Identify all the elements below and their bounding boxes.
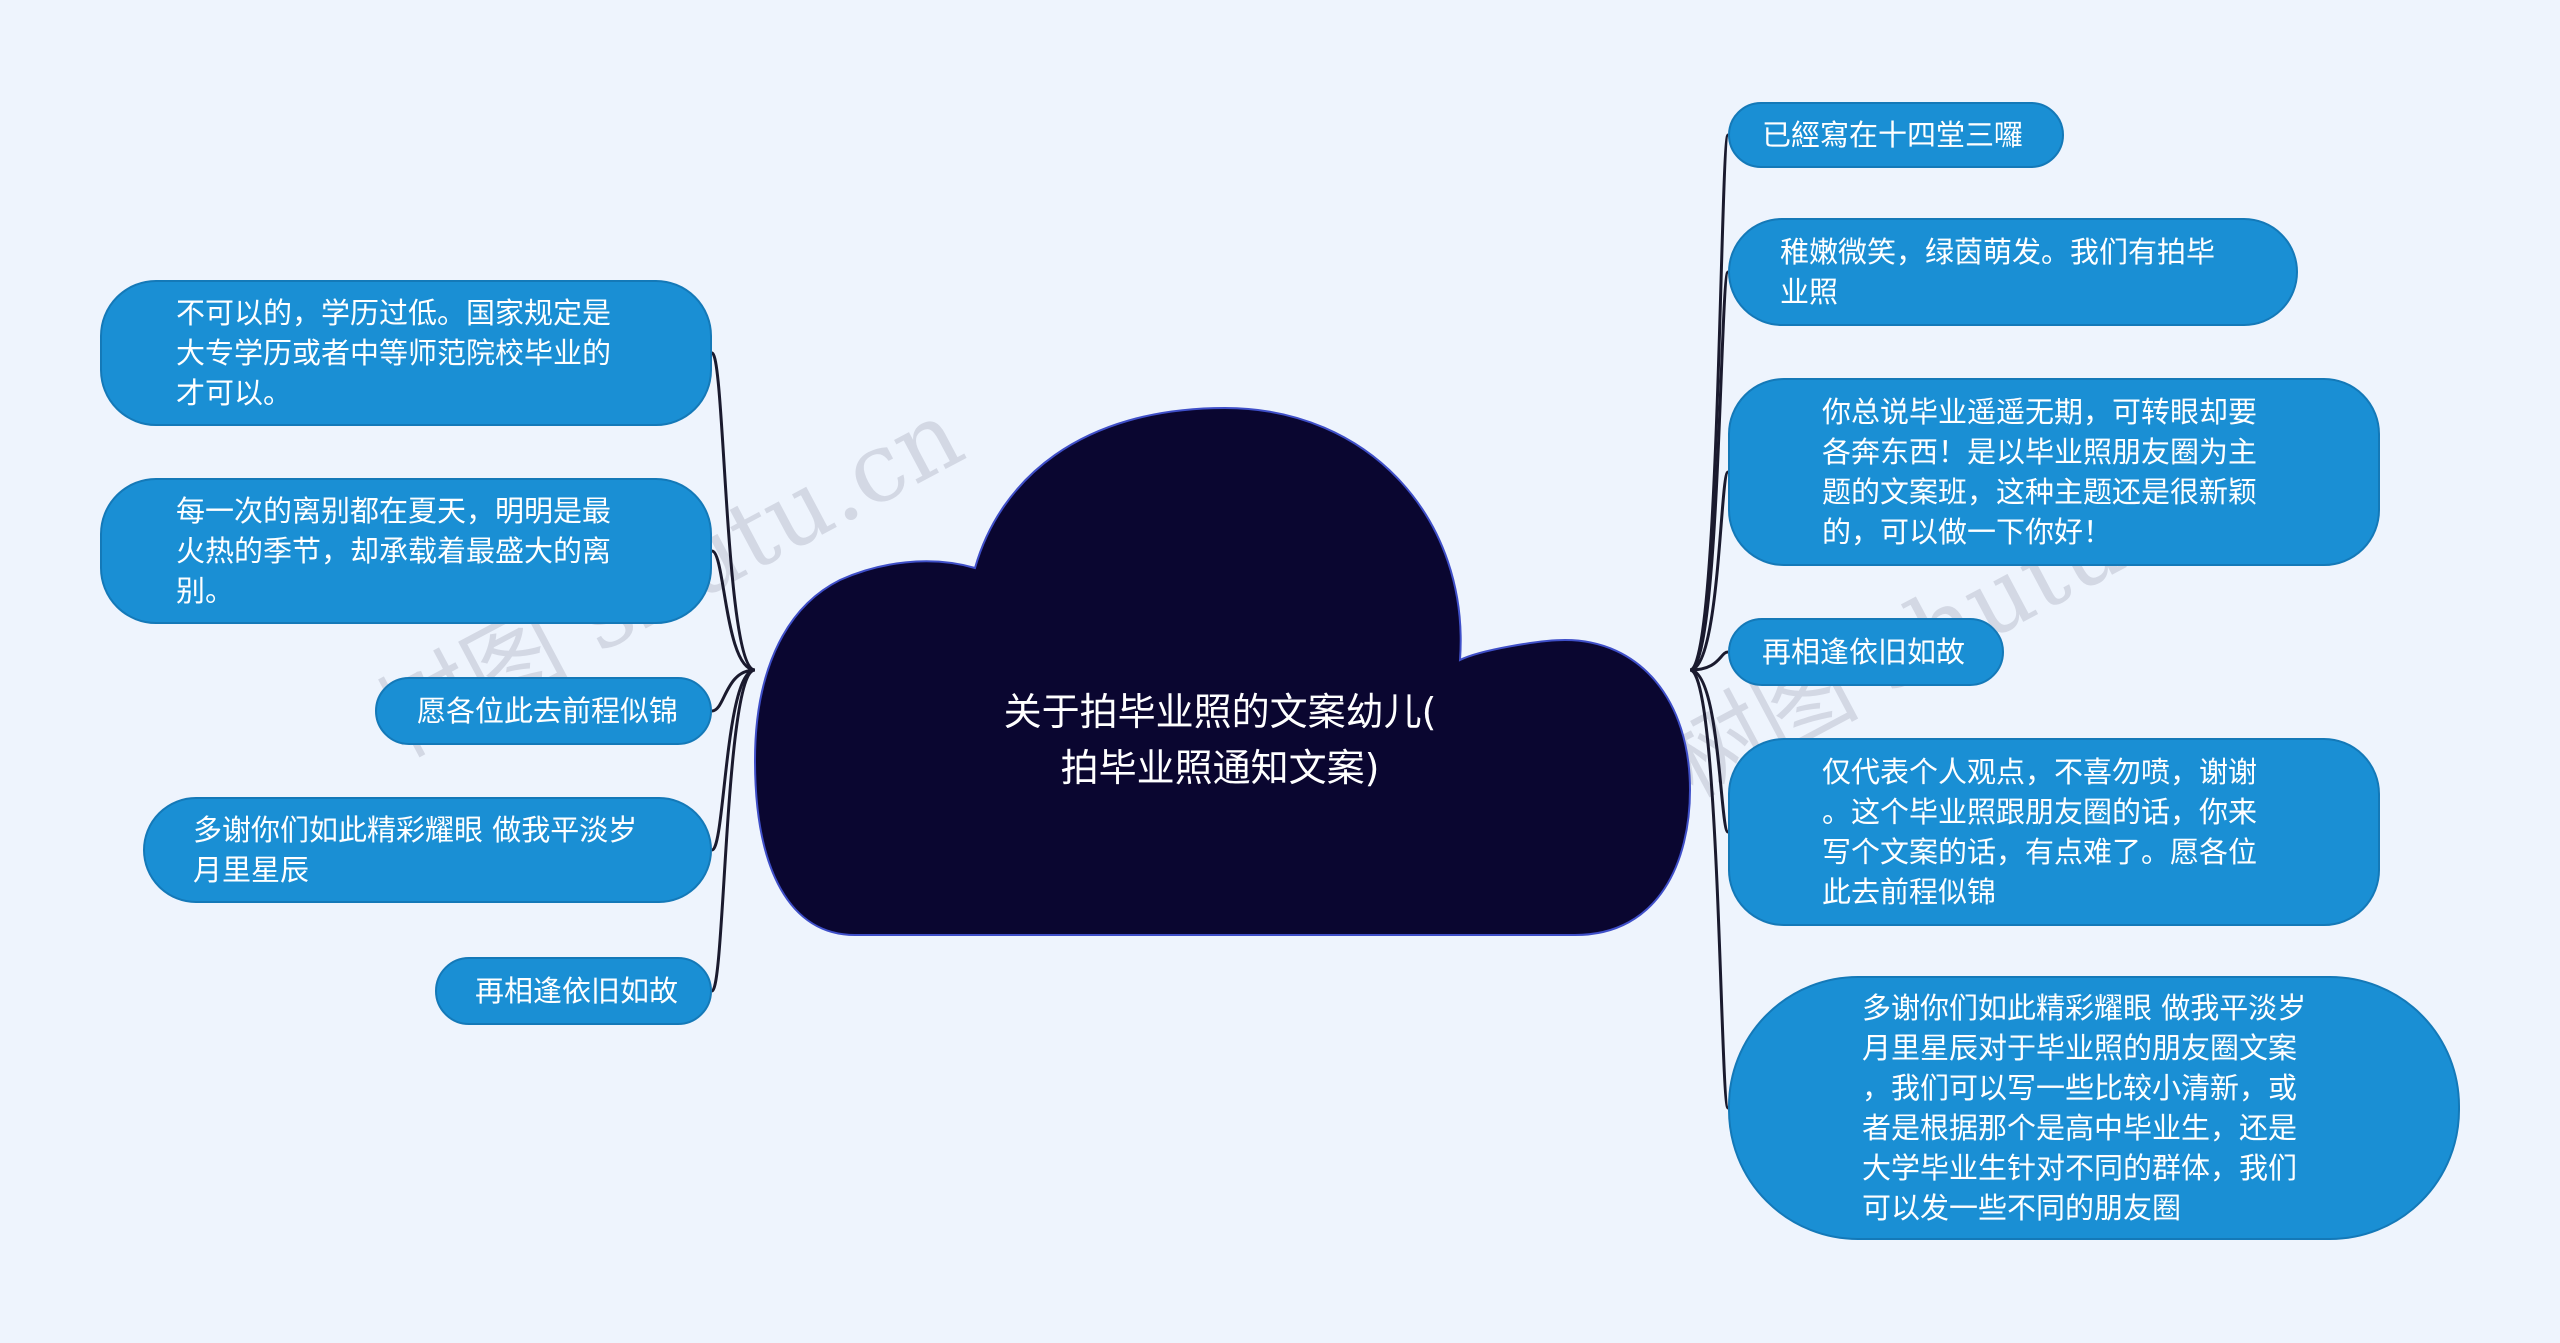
- right-node-6[interactable]: 多谢你们如此精彩耀眼 做我平淡岁 月里星辰对于毕业照的朋友圈文案 ，我们可以写一…: [1728, 976, 2460, 1240]
- left-node-5-text: 再相逢依旧如故: [474, 974, 678, 1008]
- right-connectors-line-4: [1689, 650, 1729, 672]
- right-connectors-line-5: [1689, 668, 1730, 834]
- left-node-4[interactable]: 多谢你们如此精彩耀眼 做我平淡岁 月里星辰: [143, 797, 712, 903]
- cloud-shape[interactable]: [753, 406, 1692, 936]
- right-node-1-text: 已經寫在十四堂三囉: [1762, 118, 2024, 152]
- central-topic-line-1: 关于拍毕业照的文案幼儿(: [1003, 690, 1437, 734]
- left-node-2-text: 每一次的离别都在夏天，明明是最 火热的季节，却承载着最盛大的离 别。: [176, 494, 612, 608]
- right-node-2[interactable]: 稚嫩微笑，绿茵萌发。我们有拍毕 业照: [1728, 218, 2298, 326]
- right-node-4-text: 再相逢依旧如故: [1762, 635, 1966, 669]
- left-connectors-line-5: [710, 668, 756, 993]
- right-connectors-line-2: [1689, 270, 1730, 672]
- left-connectors-line-1: [710, 351, 756, 672]
- left-node-4-text: 多谢你们如此精彩耀眼 做我平淡岁 月里星辰: [193, 813, 638, 887]
- right-node-3-text: 你总说毕业遥遥无期，可转眼却要 各奔东西！是以毕业照朋友圈为主 题的文案班，这种…: [1822, 395, 2258, 549]
- left-node-5[interactable]: 再相逢依旧如故: [435, 957, 712, 1025]
- right-node-6-text: 多谢你们如此精彩耀眼 做我平淡岁 月里星辰对于毕业照的朋友圈文案 ，我们可以写一…: [1862, 991, 2307, 1225]
- right-node-5-text: 仅代表个人观点，不喜勿喷，谢谢 。这个毕业照跟朋友圈的话，你来 写个文案的话，有…: [1822, 755, 2258, 909]
- left-node-3-text: 愿各位此去前程似锦: [416, 694, 678, 728]
- left-connectors-line-2: [711, 549, 756, 672]
- left-node-2[interactable]: 每一次的离别都在夏天，明明是最 火热的季节，却承载着最盛大的离 别。: [100, 478, 712, 624]
- left-node-1-text: 不可以的，学历过低。国家规定是 大专学历或者中等师范院校毕业的 才可以。: [176, 296, 612, 410]
- central-topic[interactable]: 关于拍毕业照的文案幼儿( 拍毕业照通知文案): [900, 684, 1540, 796]
- right-node-3[interactable]: 你总说毕业遥遥无期，可转眼却要 各奔东西！是以毕业照朋友圈为主 题的文案班，这种…: [1728, 378, 2380, 566]
- right-connectors-line-3: [1689, 470, 1730, 672]
- left-connectors-line-3: [711, 668, 756, 713]
- right-node-1[interactable]: 已經寫在十四堂三囉: [1728, 102, 2064, 168]
- central-topic-line-2: 拍毕业照通知文案): [1060, 746, 1380, 790]
- right-node-5[interactable]: 仅代表个人观点，不喜勿喷，谢谢 。这个毕业照跟朋友圈的话，你来 写个文案的话，有…: [1728, 738, 2380, 926]
- right-connectors-line-1: [1689, 133, 1730, 672]
- left-connectors-line-4: [710, 668, 756, 852]
- left-node-3[interactable]: 愿各位此去前程似锦: [375, 677, 712, 745]
- right-connectors-line-6: [1689, 668, 1730, 1110]
- right-node-4[interactable]: 再相逢依旧如故: [1728, 618, 2004, 686]
- right-node-2-text: 稚嫩微笑，绿茵萌发。我们有拍毕 业照: [1780, 235, 2216, 309]
- left-node-1[interactable]: 不可以的，学历过低。国家规定是 大专学历或者中等师范院校毕业的 才可以。: [100, 280, 712, 426]
